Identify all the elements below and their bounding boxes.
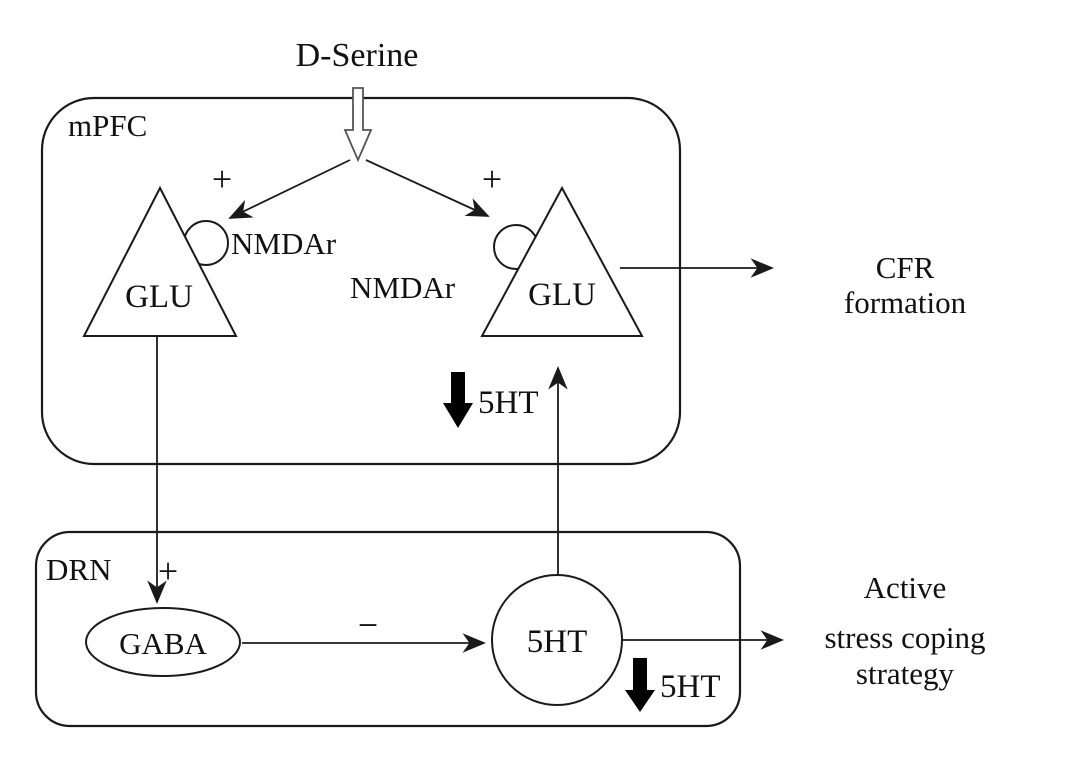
plus-sign-left: + bbox=[212, 159, 232, 199]
mpfc-serotonin-decrease-label: 5HT bbox=[478, 385, 539, 421]
cfr-formation-line2: formation bbox=[844, 285, 967, 320]
gaba-node-ellipse bbox=[85, 607, 241, 677]
drn-serotonin-decrease-arrow-icon bbox=[625, 658, 655, 712]
gaba-label: GABA bbox=[119, 626, 207, 661]
glu-left-label: GLU bbox=[125, 279, 193, 315]
minus-sign: − bbox=[358, 605, 378, 645]
drn-serotonin-decrease-label: 5HT bbox=[660, 669, 721, 705]
nmdar-left-label: NMDAr bbox=[231, 226, 337, 261]
glu-left-neuron-triangle bbox=[82, 185, 238, 337]
d-serine-title: D-Serine bbox=[296, 37, 419, 74]
cfr-formation-line1: CFR bbox=[876, 250, 935, 285]
d-serine-to-right-glu-arrow bbox=[365, 159, 490, 217]
plus-sign-right: + bbox=[482, 159, 502, 199]
coping-line1: Active bbox=[864, 570, 947, 605]
d-serine-to-left-glu-arrow bbox=[228, 159, 351, 219]
plus-sign-drn: + bbox=[158, 551, 178, 591]
glu-right-label: GLU bbox=[528, 277, 596, 313]
coping-line2: stress coping bbox=[824, 620, 985, 655]
serotonin-label: 5HT bbox=[527, 624, 588, 660]
mpfc-region-label: mPFC bbox=[68, 108, 147, 143]
drn-region-label: DRN bbox=[46, 552, 111, 587]
glu-right-neuron-triangle bbox=[480, 185, 644, 337]
mpfc-serotonin-decrease-arrow-icon bbox=[443, 372, 473, 428]
nmdar-right-label: NMDAr bbox=[350, 270, 456, 305]
d-serine-hollow-arrow-icon bbox=[343, 87, 373, 163]
coping-line3: strategy bbox=[856, 656, 955, 691]
